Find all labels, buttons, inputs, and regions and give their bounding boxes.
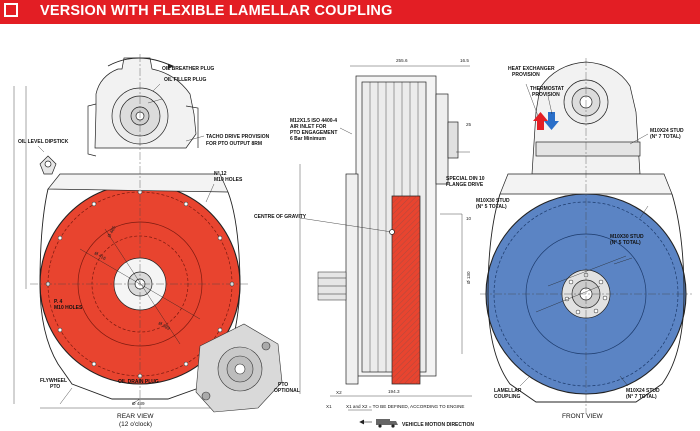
side-x1-dim: X1 — [326, 404, 332, 409]
side-dim-right: Ø 130 — [466, 271, 471, 284]
flywheel-label: FLYWHEEL — [40, 378, 67, 384]
technical-drawing: OIL BREATHER PLUG OIL FILLER PLUG TACHO … — [13, 54, 692, 428]
rear-dim-d1: Ø 465 — [106, 225, 116, 239]
rear-view-caption: REAR VIEW — [117, 413, 154, 420]
page-title: VERSION WITH FLEXIBLE LAMELLAR COUPLING — [40, 3, 393, 19]
m10-stud-top-label: M10X24 STUD — [650, 128, 684, 134]
oil-drain-plug-label: OIL DRAIN PLUG — [118, 379, 159, 385]
holes-label-2: M10 HOLES — [214, 177, 243, 183]
side-top-dim-2: 16.5 — [460, 58, 469, 63]
m10-stud-top-label-2: (N° 7 TOTAL) — [650, 134, 681, 140]
lamellar-coupling-label-2: COUPLING — [494, 394, 521, 400]
pto-optional-unit — [195, 323, 283, 413]
m10-stud-mid-label-2: (N° 5 TOTAL) — [610, 240, 641, 246]
air-inlet-label: M12X1.5 ISO 4400-4 — [290, 118, 337, 124]
oil-breather-plug-label: OIL BREATHER PLUG — [162, 66, 214, 72]
m10-stud-left-label: M10X30 STUD — [476, 198, 510, 204]
pto-optional-label-2: OPTIONAL — [274, 388, 300, 394]
front-view-caption: FRONT VIEW — [562, 413, 604, 420]
side-bottom-dim-1: 194.3 — [388, 389, 400, 394]
side-dim-10: 10 — [466, 216, 472, 221]
side-top-dim-1: 255.6 — [396, 58, 408, 63]
holes-label: N° 12 — [214, 171, 227, 177]
air-inlet-label-4: 6 Bar Minimum — [290, 136, 326, 142]
centre-of-gravity-label: CENTRE OF GRAVITY — [254, 214, 307, 220]
front-view — [480, 58, 692, 414]
side-dim-25: 25 — [466, 122, 472, 127]
oil-filler-plug-label: OIL FILLER PLUG — [164, 77, 207, 83]
m10-stud-bottom-label-2: (N° 7 TOTAL) — [626, 394, 657, 400]
special-din-label-2: FLANGE DRIVE — [446, 182, 484, 188]
thermostat-label: THERMOSTAT — [530, 86, 564, 92]
special-din-label: SPECIAL DIN 10 — [446, 176, 485, 182]
rear-bottom-dim: Ø 489 — [132, 401, 145, 406]
side-x2-dim: X2 — [336, 390, 342, 395]
rear-dim-d2: Ø 416 — [94, 251, 108, 262]
m10-stud-left-label-2: (N° 5 TOTAL) — [476, 204, 507, 210]
flywheel-label-2: PTO — [50, 384, 60, 390]
tacho-drive-label-2: FOR PTO OUTPUT 8RM — [206, 141, 262, 147]
oil-level-dipstick-label: OIL LEVEL DIPSTICK — [18, 139, 69, 145]
heat-exchanger-label: HEAT EXCHANGER — [508, 66, 555, 72]
m10-stud-mid-label: M10X30 STUD — [610, 234, 644, 240]
title-bar: VERSION WITH FLEXIBLE LAMELLAR COUPLING — [0, 0, 700, 24]
heat-exchanger-label-2: PROVISION — [512, 72, 540, 78]
rear-view-subcaption: (12 o'clock) — [119, 421, 152, 428]
rear-dim-d3: Ø 389 — [158, 321, 172, 332]
air-inlet-label-2: AIR INLET FOR — [290, 124, 327, 130]
holes-p-label: P. 4 — [54, 299, 62, 305]
thermostat-label-2: PROVISION — [532, 92, 560, 98]
air-inlet-label-3: PTO ENGAGEMENT — [290, 130, 337, 136]
holes-p-label-2: M10 HOLES — [54, 305, 83, 311]
lamellar-coupling-label: LAMELLAR — [494, 388, 522, 394]
side-view — [299, 65, 472, 428]
title-bullet-icon — [4, 3, 18, 17]
truck-icon — [376, 419, 398, 428]
pto-optional-label: PTO — [278, 382, 288, 388]
heat-exchanger-arrows — [533, 112, 559, 130]
vehicle-motion-label: VEHICLE MOTION DIRECTION — [402, 422, 474, 428]
tacho-drive-label: TACHO DRIVE PROVISION — [206, 134, 270, 140]
m10-stud-bottom-label: M10X24 STUD — [626, 388, 660, 394]
rear-view — [13, 54, 283, 413]
side-engine-note: X1 and X2 = TO BE DEFINED, ACCORDING TO … — [346, 404, 465, 409]
